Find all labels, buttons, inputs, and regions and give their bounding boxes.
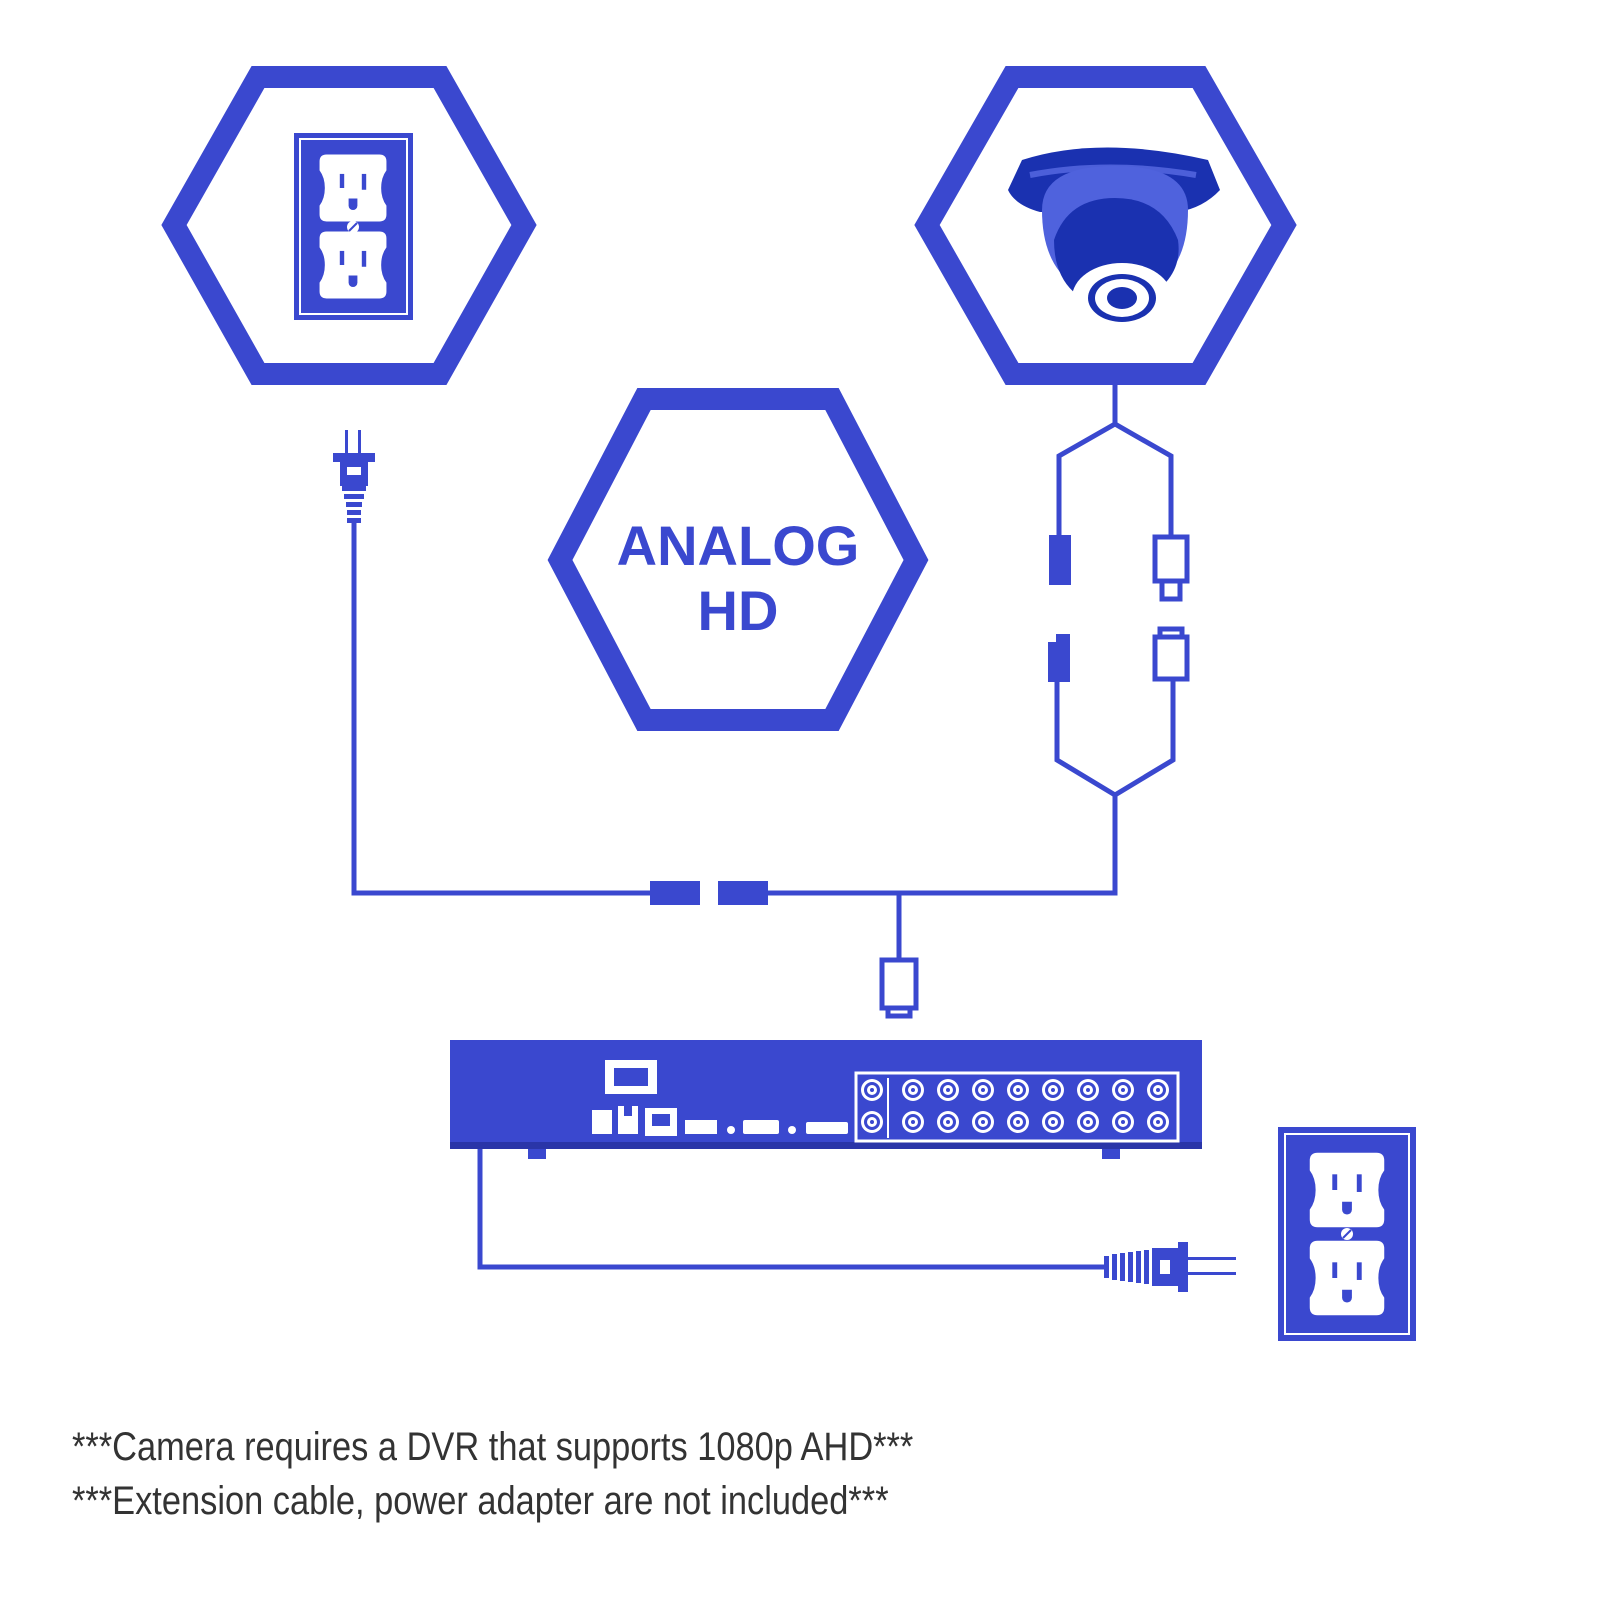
note-dvr-requirement: ***Camera requires a DVR that supports 1…	[72, 1425, 914, 1469]
badge-line1: ANALOG	[617, 514, 860, 577]
analog-hd-hexagon	[547, 388, 929, 731]
dvr-recorder-icon	[450, 1040, 1202, 1159]
video-connector-bottom	[1152, 626, 1190, 682]
dvr-power-cable	[477, 1149, 1104, 1270]
footnotes: ***Camera requires a DVR that supports 1…	[72, 1420, 1190, 1528]
camera-hexagon	[914, 66, 1297, 385]
dvr-power-plug-icon	[1104, 1242, 1236, 1292]
power-plug-icon	[333, 430, 375, 523]
power-connector-male	[1048, 634, 1070, 682]
main-cable	[351, 523, 1118, 960]
power-connector-female	[1049, 535, 1071, 585]
camera-split-cable	[1054, 385, 1176, 798]
power-outlet-icon	[294, 133, 413, 320]
wall-outlet-icon	[1278, 1127, 1416, 1341]
dome-camera-icon	[1008, 147, 1220, 333]
extension-joint	[650, 881, 768, 905]
badge-line2: HD	[698, 579, 779, 642]
dvr-video-plug	[879, 957, 919, 1019]
video-connector-top	[1152, 534, 1190, 602]
outlet-hexagon	[161, 66, 537, 385]
note-not-included: ***Extension cable, power adapter are no…	[72, 1479, 889, 1523]
